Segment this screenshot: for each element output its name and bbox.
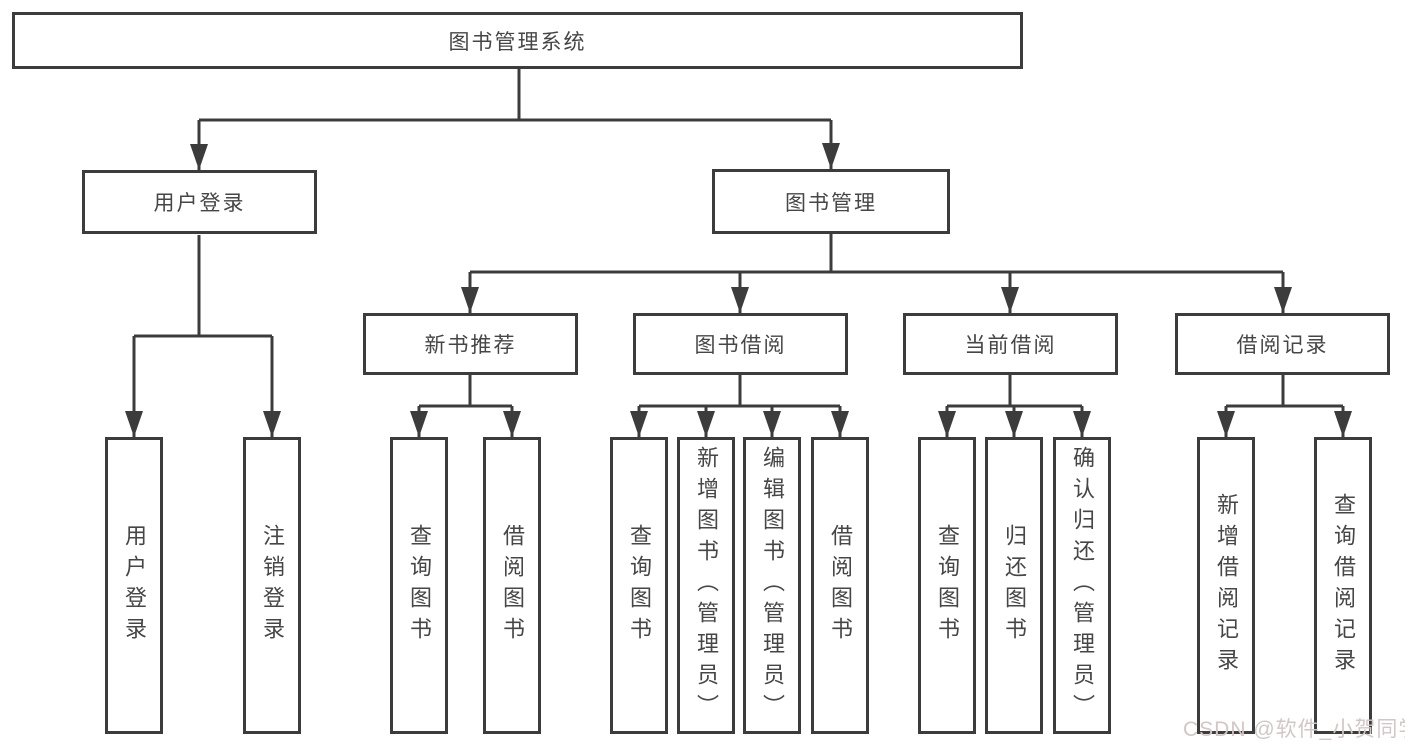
node-book-management-label: 图书管理 <box>785 191 877 215</box>
leaf-logout-login-label: 注销登录 <box>260 523 285 648</box>
node-new-book-recommend: 新书推荐 <box>363 313 578 375</box>
branch-segments <box>134 69 1343 408</box>
leaf-logout-login: 注销登录 <box>243 437 301 734</box>
node-library-management-system: 图书管理系统 <box>12 12 1023 69</box>
leaf-borrowing-query-books-label: 查询图书 <box>627 523 652 648</box>
node-user-login: 用户登录 <box>82 170 317 234</box>
node-borrowing-records: 借阅记录 <box>1175 313 1390 375</box>
node-borrowing-records-label: 借阅记录 <box>1236 334 1329 357</box>
leaf-confirm-return-admin-label: 确认归还（管理员） <box>1070 446 1095 725</box>
leaf-edit-books-admin: 编辑图书（管理员） <box>743 437 801 734</box>
leaf-recommend-query-books: 查询图书 <box>390 437 448 734</box>
leaf-add-books-admin-label: 新增图书（管理员） <box>694 446 719 725</box>
node-current-borrowing: 当前借阅 <box>903 313 1118 375</box>
leaf-add-borrow-record-label: 新增借阅记录 <box>1214 492 1239 679</box>
leaf-edit-books-admin-label: 编辑图书（管理员） <box>760 446 785 725</box>
csdn-watermark: CSDN @软件_小贺同学 <box>1183 718 1405 741</box>
node-user-login-label: 用户登录 <box>153 192 246 215</box>
leaf-borrowing-query-books: 查询图书 <box>610 437 668 734</box>
leaf-borrow-books: 借阅图书 <box>811 437 869 734</box>
node-book-borrowing-label: 图书借阅 <box>694 334 787 357</box>
leaf-query-borrow-record: 查询借阅记录 <box>1314 437 1372 734</box>
leaf-add-books-admin: 新增图书（管理员） <box>677 437 735 734</box>
leaf-borrow-books-label: 借阅图书 <box>828 523 853 648</box>
leaf-query-borrow-record-label: 查询借阅记录 <box>1331 492 1356 679</box>
leaf-return-books: 归还图书 <box>985 437 1043 734</box>
node-new-book-recommend-label: 新书推荐 <box>424 334 517 357</box>
leaf-recommend-borrow-books-label: 借阅图书 <box>500 523 525 648</box>
leaf-user-login: 用户登录 <box>105 437 163 734</box>
leaf-return-books-label: 归还图书 <box>1002 523 1027 648</box>
leaf-user-login-label: 用户登录 <box>122 523 147 648</box>
node-library-management-system-label: 图书管理系统 <box>448 30 587 54</box>
leaf-confirm-return-admin: 确认归还（管理员） <box>1053 437 1111 734</box>
leaf-current-query-books: 查询图书 <box>918 437 976 734</box>
leaf-add-borrow-record: 新增借阅记录 <box>1197 437 1255 734</box>
node-current-borrowing-label: 当前借阅 <box>964 334 1057 357</box>
node-book-borrowing: 图书借阅 <box>633 313 848 375</box>
leaf-recommend-borrow-books: 借阅图书 <box>483 437 541 734</box>
node-book-management: 图书管理 <box>712 169 950 234</box>
leaf-recommend-query-books-label: 查询图书 <box>407 523 432 648</box>
leaf-current-query-books-label: 查询图书 <box>935 523 960 648</box>
